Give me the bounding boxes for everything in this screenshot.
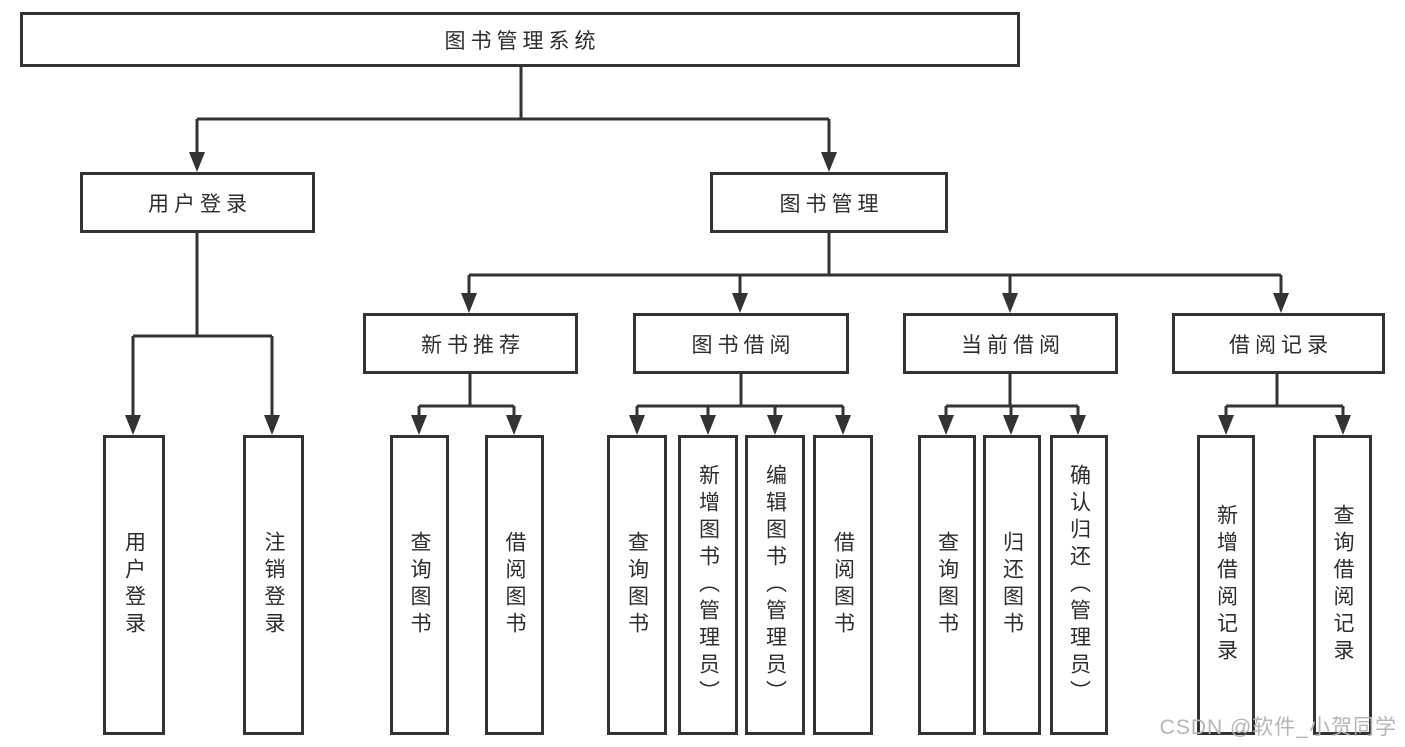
leaf-user-login: 用户登录 xyxy=(103,435,165,735)
node-label: 查询图书 xyxy=(625,531,649,639)
node-label: 查询图书 xyxy=(408,531,431,639)
node-user-login: 用户登录 xyxy=(80,172,315,233)
node-label: 当前借阅 xyxy=(961,333,1065,357)
leaf-edit-book-admin: 编辑图书（管理员） xyxy=(745,435,805,735)
leaf-query-borrow-record: 查询借阅记录 xyxy=(1313,435,1372,735)
node-label: 用户登录 xyxy=(122,531,146,639)
node-label: 查询借阅记录 xyxy=(1331,504,1354,666)
node-current-borrowing: 当前借阅 xyxy=(903,313,1118,374)
leaf-query-books-recommend: 查询图书 xyxy=(390,435,449,735)
leaf-add-book-admin: 新增图书（管理员） xyxy=(678,435,738,735)
leaf-borrow-books-borrowing: 借阅图书 xyxy=(813,435,873,735)
node-label: 图书管理 xyxy=(779,192,884,216)
node-label: 编辑图书（管理员） xyxy=(763,463,787,707)
watermark: CSDN @软件_小贺同学 xyxy=(1159,716,1397,739)
node-new-book-recommendation: 新书推荐 xyxy=(363,313,578,374)
node-label: 图书借阅 xyxy=(691,333,796,357)
node-label: 图书管理系统 xyxy=(444,29,601,53)
leaf-return-books: 归还图书 xyxy=(983,435,1041,735)
node-book-borrowing: 图书借阅 xyxy=(633,313,849,374)
node-borrowing-records: 借阅记录 xyxy=(1172,313,1385,374)
node-label: 注销登录 xyxy=(262,531,285,639)
leaf-query-books-borrowing: 查询图书 xyxy=(607,435,667,735)
node-label: 用户登录 xyxy=(148,192,252,216)
node-label: 借阅记录 xyxy=(1229,333,1333,357)
leaf-add-borrow-record: 新增借阅记录 xyxy=(1197,435,1255,735)
leaf-confirm-return-admin: 确认归还（管理员） xyxy=(1050,435,1108,735)
leaf-query-books-current: 查询图书 xyxy=(918,435,976,735)
node-label: 新书推荐 xyxy=(421,333,525,357)
node-label: 归还图书 xyxy=(1000,531,1024,639)
node-label: 确认归还（管理员） xyxy=(1067,463,1091,707)
leaf-borrow-books-recommend: 借阅图书 xyxy=(485,435,544,735)
node-label: 借阅图书 xyxy=(831,531,855,639)
node-book-management: 图书管理 xyxy=(710,172,948,233)
node-label: 查询图书 xyxy=(935,531,959,639)
node-library-management-system: 图书管理系统 xyxy=(20,12,1020,67)
leaf-logout: 注销登录 xyxy=(243,435,304,735)
node-label: 新增借阅记录 xyxy=(1214,504,1238,666)
node-label: 新增图书（管理员） xyxy=(696,463,720,707)
node-label: 借阅图书 xyxy=(503,531,526,639)
